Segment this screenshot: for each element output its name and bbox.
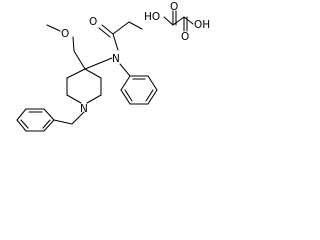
oxalic-top-oxygen-label: O <box>170 1 178 13</box>
oxalic-bottom-oxygen-label: O <box>181 31 189 43</box>
bond-o-to-ch2 <box>72 36 75 52</box>
benzyl-benzene-ring <box>16 108 55 132</box>
amide-nitrogen-label: N <box>112 53 120 65</box>
chemical-structure-drawing: O O N N HO O O OH <box>16 1 210 132</box>
bond-c1-c2 <box>172 16 185 26</box>
bond-ch2-ring <box>53 119 73 125</box>
ring-bond <box>120 75 131 91</box>
bond-ch2-to-quaternary-c <box>73 50 86 70</box>
bond-n-to-carbonyl-c <box>112 33 119 51</box>
bond-ch2-to-ch3 <box>128 21 143 30</box>
bond-ho-to-c1 <box>163 16 174 26</box>
bond-c2-to-oh <box>183 16 194 25</box>
ring-bond <box>16 119 27 132</box>
ring-bond <box>43 108 55 121</box>
bond-c4-c3 <box>66 68 86 79</box>
bond-n-to-phenyl <box>119 63 131 77</box>
ring-bond <box>43 119 55 132</box>
bond-n1-c6 <box>86 94 102 104</box>
ring-bond <box>16 108 27 121</box>
oxalic-oh-label: OH <box>194 19 210 31</box>
ring-bond <box>120 89 131 105</box>
bond-c2-n1 <box>66 94 82 104</box>
ring-double-bond <box>20 119 29 129</box>
ring-double-bond <box>124 89 133 102</box>
bond-n1-ch2 <box>71 111 85 125</box>
main-molecule: O O N N <box>16 16 158 132</box>
piperidine-nitrogen-label: N <box>80 103 88 115</box>
n-phenyl-ring <box>119 63 158 105</box>
benzyl-group <box>16 108 85 132</box>
methoxymethyl-group <box>46 24 86 70</box>
bond-carbonyl-double-1 <box>101 24 114 35</box>
ring-bond <box>147 75 158 91</box>
bond-c5-c4 <box>84 68 102 79</box>
oxalic-acid: HO O O OH <box>144 1 210 43</box>
oxalic-ho-label: HO <box>144 11 160 23</box>
ring-double-bond <box>145 89 154 102</box>
methoxy-oxygen-label: O <box>61 28 69 40</box>
bond-quaternary-c-to-n <box>84 57 113 70</box>
bond-carbonyl-double-2 <box>98 27 111 38</box>
bond-methyl-to-o <box>46 24 61 32</box>
propanamide-group <box>84 21 143 70</box>
bond-carbonyl-c-to-ch2 <box>112 21 130 35</box>
carbonyl-oxygen-label: O <box>89 16 97 28</box>
ring-bond <box>147 89 158 105</box>
ring-double-bond <box>42 119 51 129</box>
piperidine-ring <box>66 68 102 104</box>
